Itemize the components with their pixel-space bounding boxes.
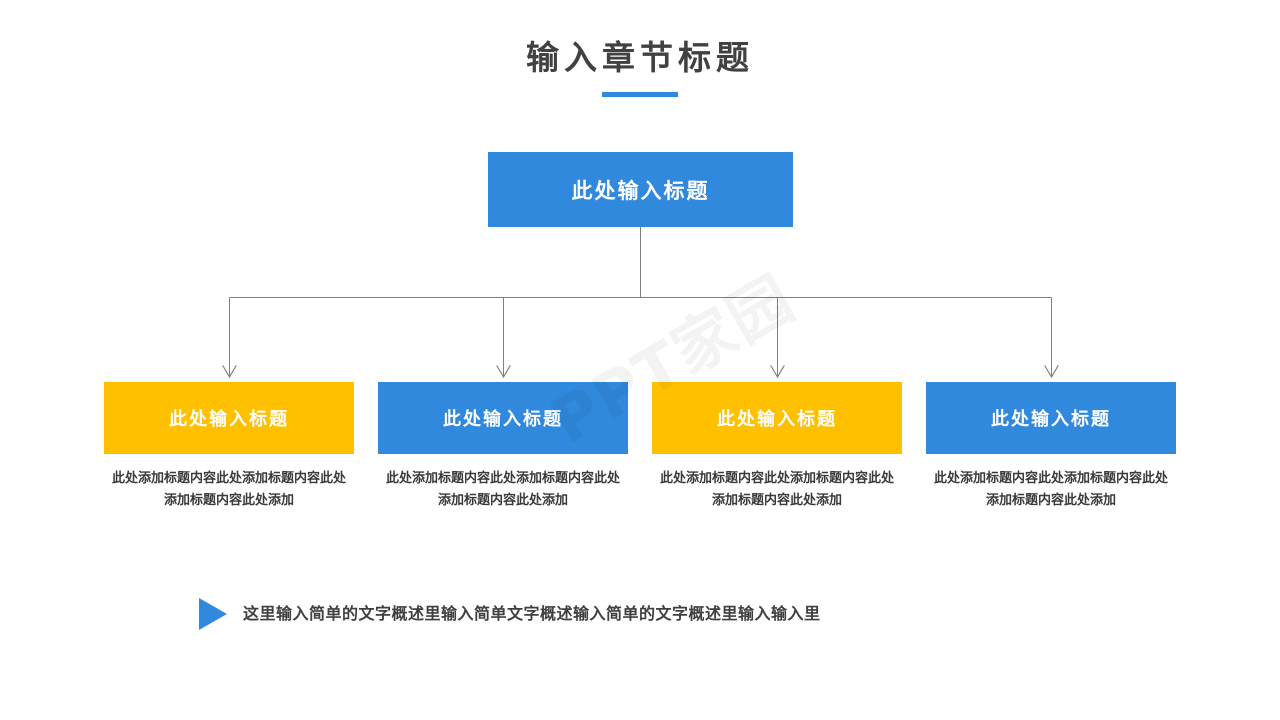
slide-header: 输入章节标题 (0, 34, 1280, 97)
child-node-1[interactable]: 此处输入标题 此处添加标题内容此处添加标题内容此处添加标题内容此处添加 (104, 382, 354, 512)
child-node-3-body: 此处添加标题内容此处添加标题内容此处添加标题内容此处添加 (659, 471, 894, 508)
footer-caption: 这里输入简单的文字概述里输入简单文字概述输入简单的文字概述里输入输入里 (199, 598, 821, 630)
connector-arrow-2 (496, 365, 511, 379)
child-node-3-title: 此处输入标题 (717, 409, 837, 430)
page-title: 输入章节标题 (526, 38, 754, 77)
child-node-4-title: 此处输入标题 (991, 409, 1111, 430)
child-node-2-header[interactable]: 此处输入标题 (378, 382, 628, 454)
child-node-4[interactable]: 此处输入标题 此处添加标题内容此处添加标题内容此处添加标题内容此处添加 (926, 382, 1176, 512)
child-node-1-body: 此处添加标题内容此处添加标题内容此处添加标题内容此处添加 (111, 471, 346, 508)
connector-arrow-4 (1044, 365, 1059, 379)
child-node-4-header[interactable]: 此处输入标题 (926, 382, 1176, 454)
child-node-3[interactable]: 此处输入标题 此处添加标题内容此处添加标题内容此处添加标题内容此处添加 (652, 382, 902, 512)
child-node-3-header[interactable]: 此处输入标题 (652, 382, 902, 454)
root-node[interactable]: 此处输入标题 (488, 152, 793, 227)
child-node-1-header[interactable]: 此处输入标题 (104, 382, 354, 454)
root-node-title: 此处输入标题 (571, 178, 710, 203)
child-node-4-body: 此处添加标题内容此处添加标题内容此处添加标题内容此处添加 (933, 471, 1168, 508)
child-node-1-title: 此处输入标题 (169, 409, 289, 430)
connector-arrow-1 (222, 365, 237, 379)
child-node-2-body: 此处添加标题内容此处添加标题内容此处添加标题内容此处添加 (385, 471, 620, 508)
triangle-right-icon (199, 598, 227, 630)
child-node-2-title: 此处输入标题 (443, 409, 563, 430)
child-node-2[interactable]: 此处输入标题 此处添加标题内容此处添加标题内容此处添加标题内容此处添加 (378, 382, 628, 512)
footer-caption-text: 这里输入简单的文字概述里输入简单文字概述输入简单的文字概述里输入输入里 (243, 604, 821, 623)
title-underline (602, 92, 678, 97)
connector-arrow-3 (770, 365, 785, 379)
child-node-row: 此处输入标题 此处添加标题内容此处添加标题内容此处添加标题内容此处添加 此处输入… (104, 382, 1176, 512)
